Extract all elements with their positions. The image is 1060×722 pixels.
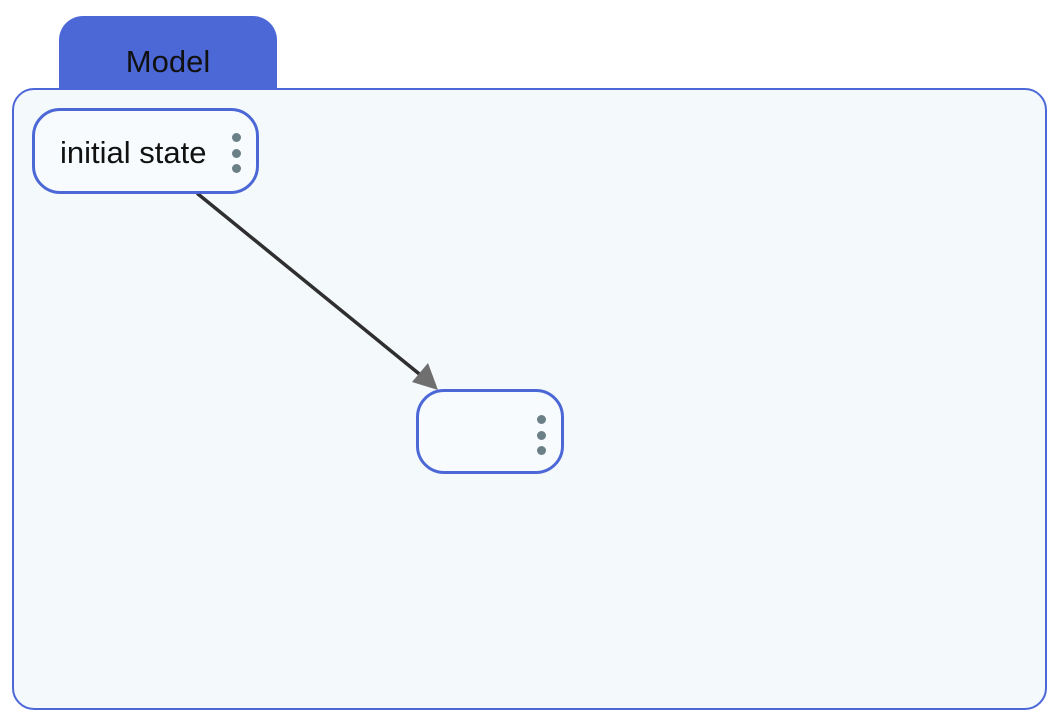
kebab-dot — [536, 446, 546, 455]
kebab-dot — [231, 148, 241, 158]
model-tab[interactable]: Model — [59, 16, 277, 98]
kebab-dot — [231, 164, 241, 173]
state-label: initial state — [60, 135, 207, 170]
state-node-unnamed[interactable] — [416, 389, 564, 474]
kebab-menu-icon[interactable] — [534, 415, 548, 455]
kebab-dot — [231, 133, 241, 142]
state-node-initial[interactable]: initial state — [32, 108, 259, 194]
kebab-menu-icon[interactable] — [229, 133, 243, 173]
kebab-dot — [536, 430, 546, 440]
model-tab-label: Model — [125, 44, 211, 79]
kebab-dot — [536, 415, 546, 424]
